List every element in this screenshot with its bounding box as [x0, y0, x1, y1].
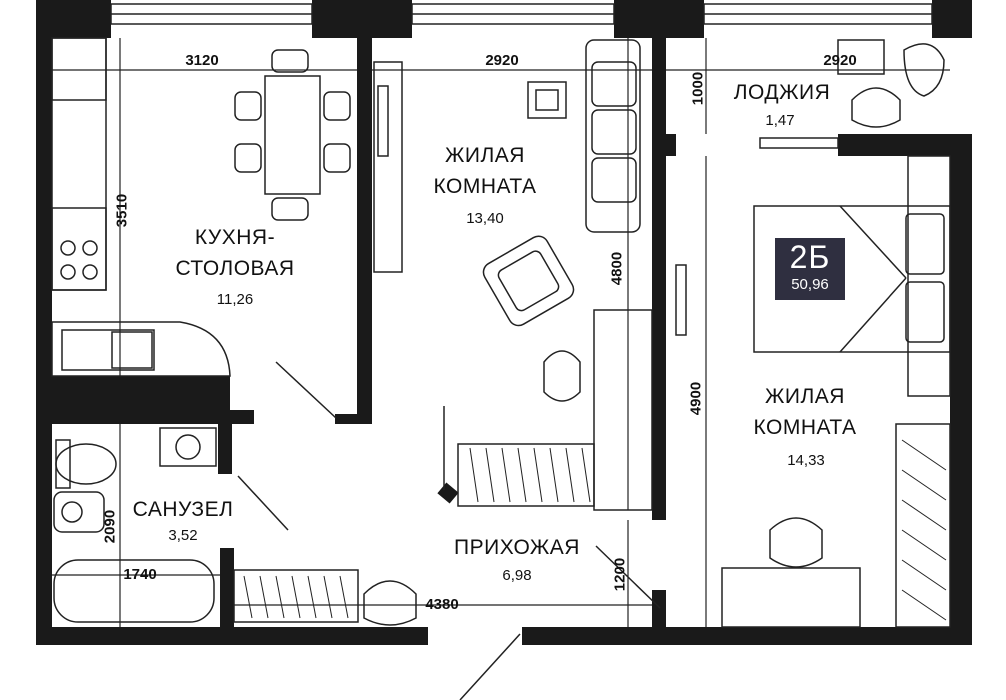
dim-hall-width: 4380: [425, 596, 459, 613]
dim-bath-width: 1740: [123, 566, 157, 583]
apartment-badge: 2Б 50,96: [775, 238, 845, 300]
room-kitchen-name: КУХНЯ- СТОЛОВАЯ: [160, 222, 310, 284]
room-kitchen-name-line2: СТОЛОВАЯ: [175, 257, 295, 280]
dim-bedroom-depth: 4900: [687, 381, 705, 416]
total-area: 50,96: [791, 276, 829, 293]
hall-furniture: [233, 545, 661, 700]
room-bedroom-name-line1: ЖИЛАЯ: [765, 385, 845, 408]
room-hall-area: 6,98: [502, 567, 532, 584]
walls: [36, 0, 972, 645]
dim-bath-depth: 2090: [101, 509, 119, 544]
room-living-name-line2: КОМНАТА: [433, 175, 537, 198]
apartment-code: 2Б: [789, 239, 831, 275]
room-bathroom-area: 3,52: [168, 527, 198, 544]
dim-loggia-depth: 1000: [689, 71, 707, 106]
room-bedroom-area: 14,33: [787, 452, 825, 469]
room-living-name: ЖИЛАЯ КОМНАТА: [410, 140, 560, 202]
room-hall-name: ПРИХОЖАЯ: [454, 536, 580, 559]
dim-hall-depth: 1200: [611, 557, 629, 592]
windows: [110, 3, 933, 149]
room-bathroom-name: САНУЗЕЛ: [132, 498, 234, 521]
dim-living-depth: 4800: [608, 251, 626, 286]
room-living-area: 13,40: [466, 210, 504, 227]
room-living-name-line1: ЖИЛАЯ: [445, 144, 525, 167]
dim-loggia-width: 2920: [823, 52, 857, 69]
room-loggia-name: ЛОДЖИЯ: [733, 81, 831, 104]
room-bedroom-name-line2: КОМНАТА: [753, 416, 857, 439]
living-furniture: [373, 39, 653, 511]
room-bedroom-name: ЖИЛАЯ КОМНАТА: [730, 381, 880, 443]
room-kitchen-name-line1: КУХНЯ-: [194, 226, 276, 249]
bathroom-fixtures: [53, 427, 289, 623]
bedroom-furniture: [675, 155, 951, 628]
dim-kitchen-width: 3120: [185, 52, 219, 69]
dim-living-width: 2920: [485, 52, 519, 69]
kitchen-furniture: [51, 37, 351, 419]
room-kitchen-area: 11,26: [216, 291, 254, 308]
room-loggia-area: 1,47: [765, 112, 795, 129]
dimension-lines: [52, 38, 950, 627]
loggia-furniture: [837, 39, 945, 128]
dim-kitchen-depth: 3510: [113, 193, 131, 228]
